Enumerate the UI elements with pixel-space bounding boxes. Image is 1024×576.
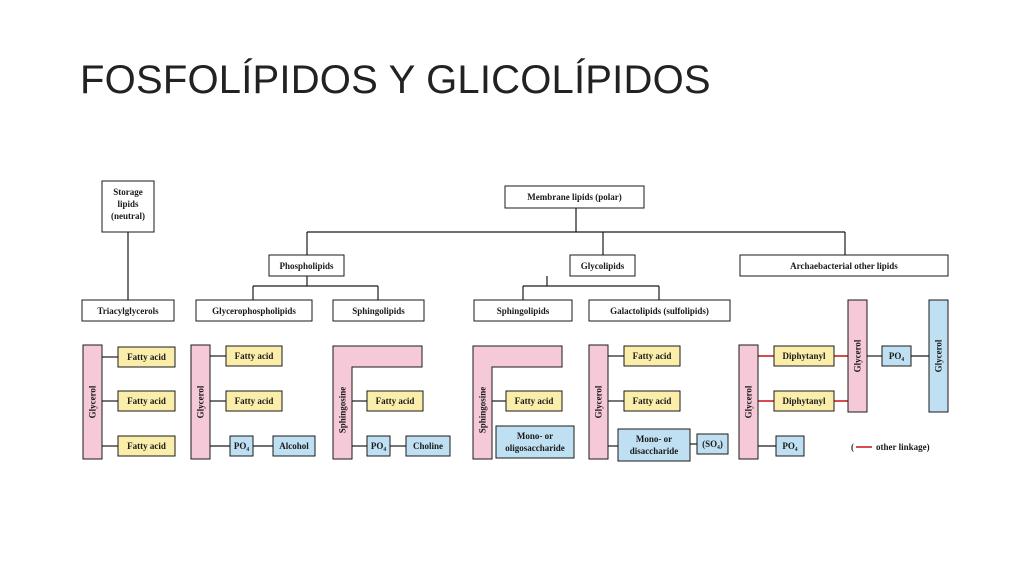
glycerophospholipids-label: Glycerophospholipids [212, 306, 296, 316]
sphingosine-label: Sphingosine [338, 387, 348, 434]
fatty-acid-box [366, 390, 424, 412]
sphingolipids-box-2: Sphingolipids [473, 299, 573, 322]
sphingolipids-label-1: Sphingolipids [352, 306, 405, 316]
diphytanyl-label: Diphytanyl [782, 351, 826, 361]
fatty-acid-label: Fatty acid [235, 396, 274, 406]
fatty-acid-box [117, 390, 176, 412]
diphytanyl-box [773, 390, 835, 412]
fatty-acid-label: Fatty acid [633, 351, 672, 361]
galactolipids-box: Galactolipids (sulfolipids) [588, 299, 731, 322]
fatty-acid-label: Fatty acid [515, 396, 554, 406]
choline-label: Choline [413, 441, 443, 451]
archaebacterial-structure: Glycerol Diphytanyl Diphytanyl PO₄ Glyce… [738, 299, 949, 460]
glycerol-label: Glycerol [853, 339, 863, 372]
fatty-acid-label: Fatty acid [235, 351, 274, 361]
mono-disaccharide-line-1: Mono- or [636, 434, 672, 444]
galactolipid-structure: Glycerol Fatty acid Fatty acid Mono- or … [588, 344, 729, 462]
glycerol-backbone [738, 344, 759, 460]
legend-open-paren: ( [851, 442, 854, 452]
tree-connectors [127, 208, 846, 300]
membrane-lipids-box: Membrane lipids (polar) [504, 185, 645, 209]
phosphate-box [229, 435, 254, 457]
sphingosine-label: Sphingosine [478, 387, 488, 434]
glycerol-label: Glycerol [88, 385, 98, 418]
glycerol-label: Glycerol [594, 385, 604, 418]
glycolipids-box: Glycolipids [569, 254, 636, 277]
fatty-acid-label: Fatty acid [633, 396, 672, 406]
glycerol-backbone [847, 299, 868, 413]
glycerophospholipid-structure: Glycerol Fatty acid Fatty acid PO₄ Alcoh… [190, 344, 316, 460]
phosphate-box [775, 435, 805, 457]
sphingolipids-box-1: Sphingolipids [332, 299, 425, 322]
mono-disaccharide-line-2: disaccharide [630, 446, 679, 456]
triacylglycerols-box: Triacylglycerols [81, 299, 175, 322]
sphingolipids-label-2: Sphingolipids [497, 306, 550, 316]
fatty-acid-label: Fatty acid [127, 441, 166, 451]
archaebacterial-label: Archaebacterial other lipids [790, 261, 898, 271]
fatty-acid-box [505, 390, 563, 412]
glycerophospholipids-box: Glycerophospholipids [195, 299, 313, 322]
choline-box [405, 435, 451, 457]
glycerol-backbone [82, 344, 103, 460]
storage-lipids-box: Storage lipids (neutral) [101, 180, 155, 233]
glycerol-head [928, 299, 949, 413]
phosphate-box [366, 435, 391, 457]
archaebacterial-box: Archaebacterial other lipids [739, 254, 949, 277]
diphytanyl-box [773, 345, 835, 367]
alcohol-label: Alcohol [279, 441, 309, 451]
phospholipids-label: Phospholipids [279, 261, 334, 271]
phospholipids-box: Phospholipids [268, 254, 345, 277]
fatty-acid-label: Fatty acid [127, 396, 166, 406]
phosphate-label: PO₄ [371, 441, 386, 451]
triacylglycerol-structure: Glycerol Fatty acid Fatty acid Fatty aci… [82, 344, 176, 460]
phosphate-label: PO₄ [889, 351, 904, 361]
diphytanyl-label: Diphytanyl [782, 396, 826, 406]
phosphate-box [881, 345, 912, 367]
fatty-acid-box [225, 390, 283, 412]
glycerol-label: Glycerol [196, 385, 206, 418]
phosphate-label: PO₄ [782, 441, 797, 451]
fatty-acid-box [623, 345, 681, 367]
storage-lipids-line-2: lipids [117, 199, 139, 209]
glycerol-label: Glycerol [744, 385, 754, 418]
glycerol-label: Glycerol [934, 339, 944, 372]
membrane-lipids-label: Membrane lipids (polar) [527, 192, 622, 202]
storage-lipids-line-1: Storage [113, 187, 143, 197]
fatty-acid-label: Fatty acid [376, 396, 415, 406]
glycerol-backbone [190, 344, 211, 460]
triacylglycerols-label: Triacylglycerols [97, 306, 159, 316]
sulfate-label: (SO₄) [702, 439, 723, 449]
sphingosine-backbone [472, 345, 563, 460]
mono-oligosaccharide-box [495, 425, 575, 459]
sphingoglycolipid-structure: Sphingosine Fatty acid Mono- or oligosac… [472, 345, 575, 460]
sphingophospholipid-structure: Sphingosine Fatty acid PO₄ Choline [332, 345, 451, 460]
storage-lipids-line-3: (neutral) [111, 211, 145, 221]
legend-text: other linkage) [876, 442, 930, 452]
fatty-acid-box [225, 345, 283, 367]
mono-disaccharide-box [617, 428, 691, 462]
alcohol-box [272, 435, 316, 457]
phosphate-label: PO₄ [234, 441, 249, 451]
mono-oligosaccharide-line-1: Mono- or [517, 431, 553, 441]
mono-oligosaccharide-line-2: oligosaccharide [505, 443, 565, 453]
linkage-legend: ( other linkage) [851, 442, 930, 452]
fatty-acid-box [117, 346, 176, 368]
galactolipids-label: Galactolipids (sulfolipids) [610, 306, 709, 316]
sphingosine-backbone [332, 345, 423, 460]
fatty-acid-label: Fatty acid [127, 352, 166, 362]
fatty-acid-box [623, 390, 681, 412]
glycerol-backbone [588, 344, 609, 460]
slide-title: FOSFOLÍPIDOS Y GLICOLÍPIDOS [80, 58, 711, 102]
sulfate-box [696, 433, 729, 455]
glycolipids-label: Glycolipids [581, 261, 625, 271]
fatty-acid-box [117, 435, 176, 457]
